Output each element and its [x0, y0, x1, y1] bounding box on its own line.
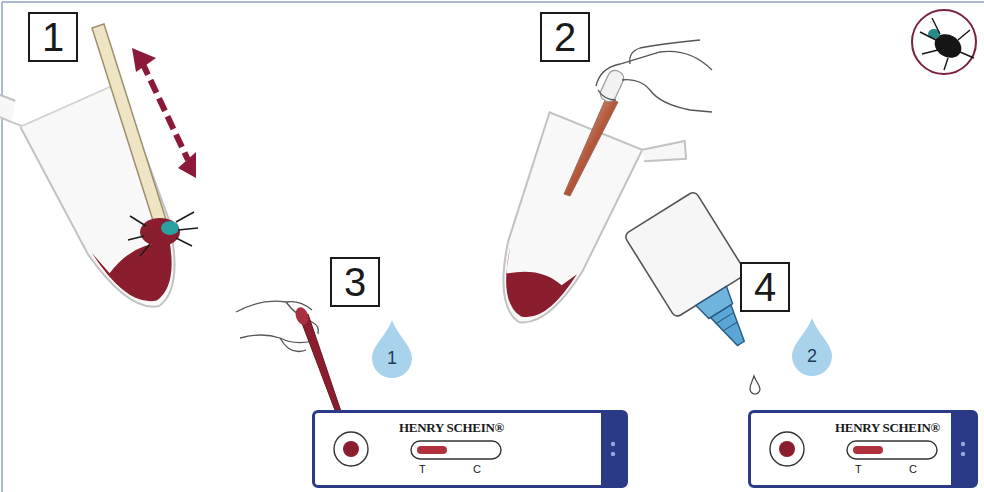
step-number: 2	[540, 12, 590, 62]
hand-three-part	[240, 335, 316, 343]
double-arrow-part	[142, 62, 188, 160]
drop-number: 2	[788, 346, 836, 367]
sample-spot	[343, 441, 359, 457]
pipette-two-part	[564, 98, 618, 196]
test-line-label: T	[855, 463, 862, 475]
hand-two	[596, 40, 712, 112]
result-window	[847, 441, 937, 459]
cassette-cap	[951, 413, 975, 485]
cap-dot	[961, 452, 965, 456]
sample-spot	[779, 441, 795, 457]
tick-crushed-part-part	[176, 212, 194, 222]
hand-two-part	[598, 90, 616, 100]
result-window	[411, 441, 501, 459]
tick-icon-part	[920, 18, 974, 70]
step-label: 3	[344, 262, 366, 302]
tick-crushed-part	[161, 221, 179, 235]
drop-count: 1	[368, 318, 416, 378]
stick-part	[92, 24, 168, 230]
sample-well	[334, 432, 368, 466]
tick-icon-part	[912, 10, 976, 74]
tick-icon-part-part	[960, 52, 974, 58]
test-strip-color	[853, 446, 883, 454]
stick	[92, 24, 168, 230]
tick-icon-part-part	[920, 32, 936, 40]
control-line-label: C	[909, 463, 917, 475]
tick-crushed-part	[140, 218, 180, 246]
tick-crushed-part-part	[130, 216, 146, 226]
tick-crushed-part	[128, 212, 198, 256]
step-label: 2	[554, 17, 576, 57]
tick-crushed-part-part	[128, 236, 144, 240]
drop-number: 1	[368, 348, 416, 369]
reagent-drop-part	[750, 376, 760, 394]
frame-part	[1, 2, 3, 492]
tick-crushed-part-part	[140, 244, 150, 256]
test-cassette: HENRY SCHEIN® T C	[312, 410, 628, 488]
tick-icon-part-part	[944, 58, 948, 70]
tick-icon-part-part	[922, 50, 938, 54]
tube-two-part	[639, 127, 693, 175]
hand-two-part	[622, 80, 712, 112]
pipette-two	[564, 68, 626, 196]
test-cassette: HENRY SCHEIN® T C	[748, 410, 978, 488]
dropper-bottle-part	[716, 313, 738, 332]
tube-one-part	[0, 66, 23, 137]
brand-label: HENRY SCHEIN®	[835, 420, 940, 436]
cap-dot	[961, 442, 965, 446]
step-number: 1	[28, 12, 78, 62]
tick-crushed	[128, 212, 198, 256]
tube-one-part	[20, 83, 208, 328]
tick-crushed-part-part	[178, 228, 198, 230]
hand-two-part	[596, 51, 712, 86]
cap-dot	[611, 442, 615, 446]
control-line-label: C	[473, 463, 481, 475]
step-number: 3	[330, 257, 380, 307]
sample-well	[770, 432, 804, 466]
tube-two-part	[472, 112, 642, 340]
double-arrow-part	[178, 152, 196, 178]
step-label: 4	[754, 267, 776, 307]
double-arrow-part	[132, 48, 156, 72]
step-number: 4	[740, 262, 790, 312]
tick-icon-part-part	[958, 30, 970, 40]
pipette-three-part	[293, 305, 310, 326]
brand-label: HENRY SCHEIN®	[399, 420, 504, 436]
cap-dot	[611, 452, 615, 456]
frame-part	[2, 1, 984, 3]
tube-two-part	[488, 247, 577, 330]
hand-two-part	[630, 40, 700, 64]
dropper-bottle-part-part	[723, 322, 737, 330]
tube-one	[0, 20, 212, 345]
tick-icon	[912, 10, 976, 74]
reagent-drop	[750, 376, 760, 394]
test-line-label: T	[419, 463, 426, 475]
hand-three-part	[280, 338, 306, 352]
test-strip-color	[417, 446, 447, 454]
cassette-cap	[601, 413, 625, 485]
tick-icon-part-part	[932, 18, 940, 34]
step-label: 1	[42, 17, 64, 57]
drop-count: 2	[788, 316, 836, 376]
tick-crushed-part-part	[176, 238, 192, 246]
dropper-bottle-part-part	[716, 313, 733, 324]
